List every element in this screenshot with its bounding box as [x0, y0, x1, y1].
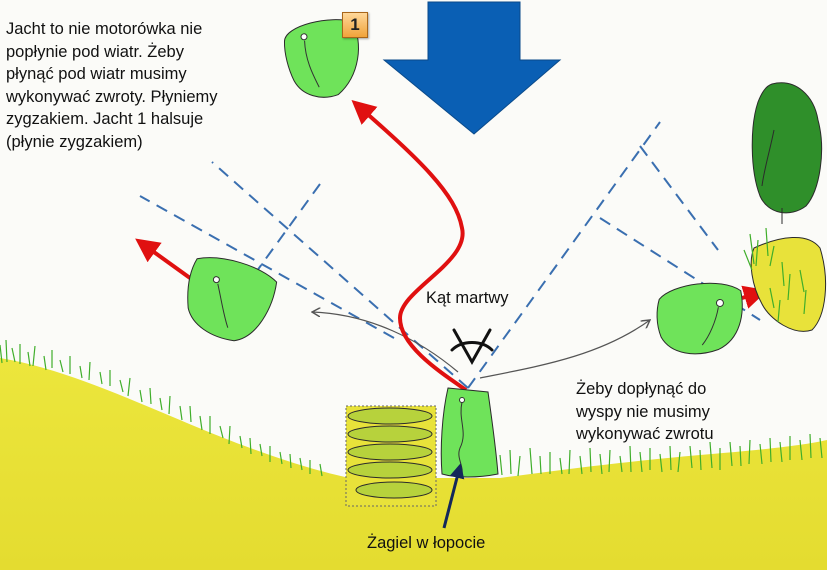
island-line: Żeby dopłynąć do — [576, 380, 707, 398]
grass-icon — [0, 339, 823, 477]
shore-ground — [0, 358, 827, 570]
gray-arrow-left — [312, 312, 459, 373]
island-line: wykonywać zwrotu — [576, 425, 714, 443]
intro-line: zygzakiem. Jacht 1 halsuje — [6, 110, 204, 128]
yacht-number-badge: 1 — [342, 12, 368, 38]
folded-sail-icon — [345, 405, 437, 507]
dead-angle-label: Kąt martwy — [426, 289, 509, 307]
tree-icon — [751, 82, 823, 224]
intro-line: wykonywać zwroty. Płyniemy — [6, 87, 218, 106]
island-line: wyspy nie musimy — [576, 402, 710, 421]
dashed-course-lines — [139, 121, 761, 389]
yacht-icon-center — [440, 387, 499, 478]
intro-paragraph: Jacht to nie motorówka nie popłynie pod … — [6, 18, 218, 153]
dead-angle-symbol-icon — [450, 328, 494, 366]
yacht-icon-1 — [283, 19, 359, 98]
island-caption: Żeby dopłynąć do wyspy nie musimy wykony… — [576, 378, 714, 446]
yacht-icon-right — [656, 282, 743, 355]
red-arrow-left — [135, 238, 192, 280]
intro-line: płynąć pod wiatr musimy — [6, 65, 187, 83]
sail-flap-label: Żagiel w łopocie — [367, 534, 486, 552]
intro-line: popłynie pod wiatr. Żeby — [6, 42, 184, 61]
sail-flap-pointer — [442, 463, 465, 529]
intro-line: Jacht to nie motorówka nie — [6, 20, 203, 38]
island-icon — [743, 227, 827, 332]
yacht-icon-left — [187, 257, 278, 342]
gray-arrow-right — [479, 320, 650, 379]
intro-line: (płynie zygzakiem) — [6, 132, 143, 151]
tacking-path-arrow — [351, 100, 468, 392]
wind-arrow-icon — [382, 1, 562, 135]
